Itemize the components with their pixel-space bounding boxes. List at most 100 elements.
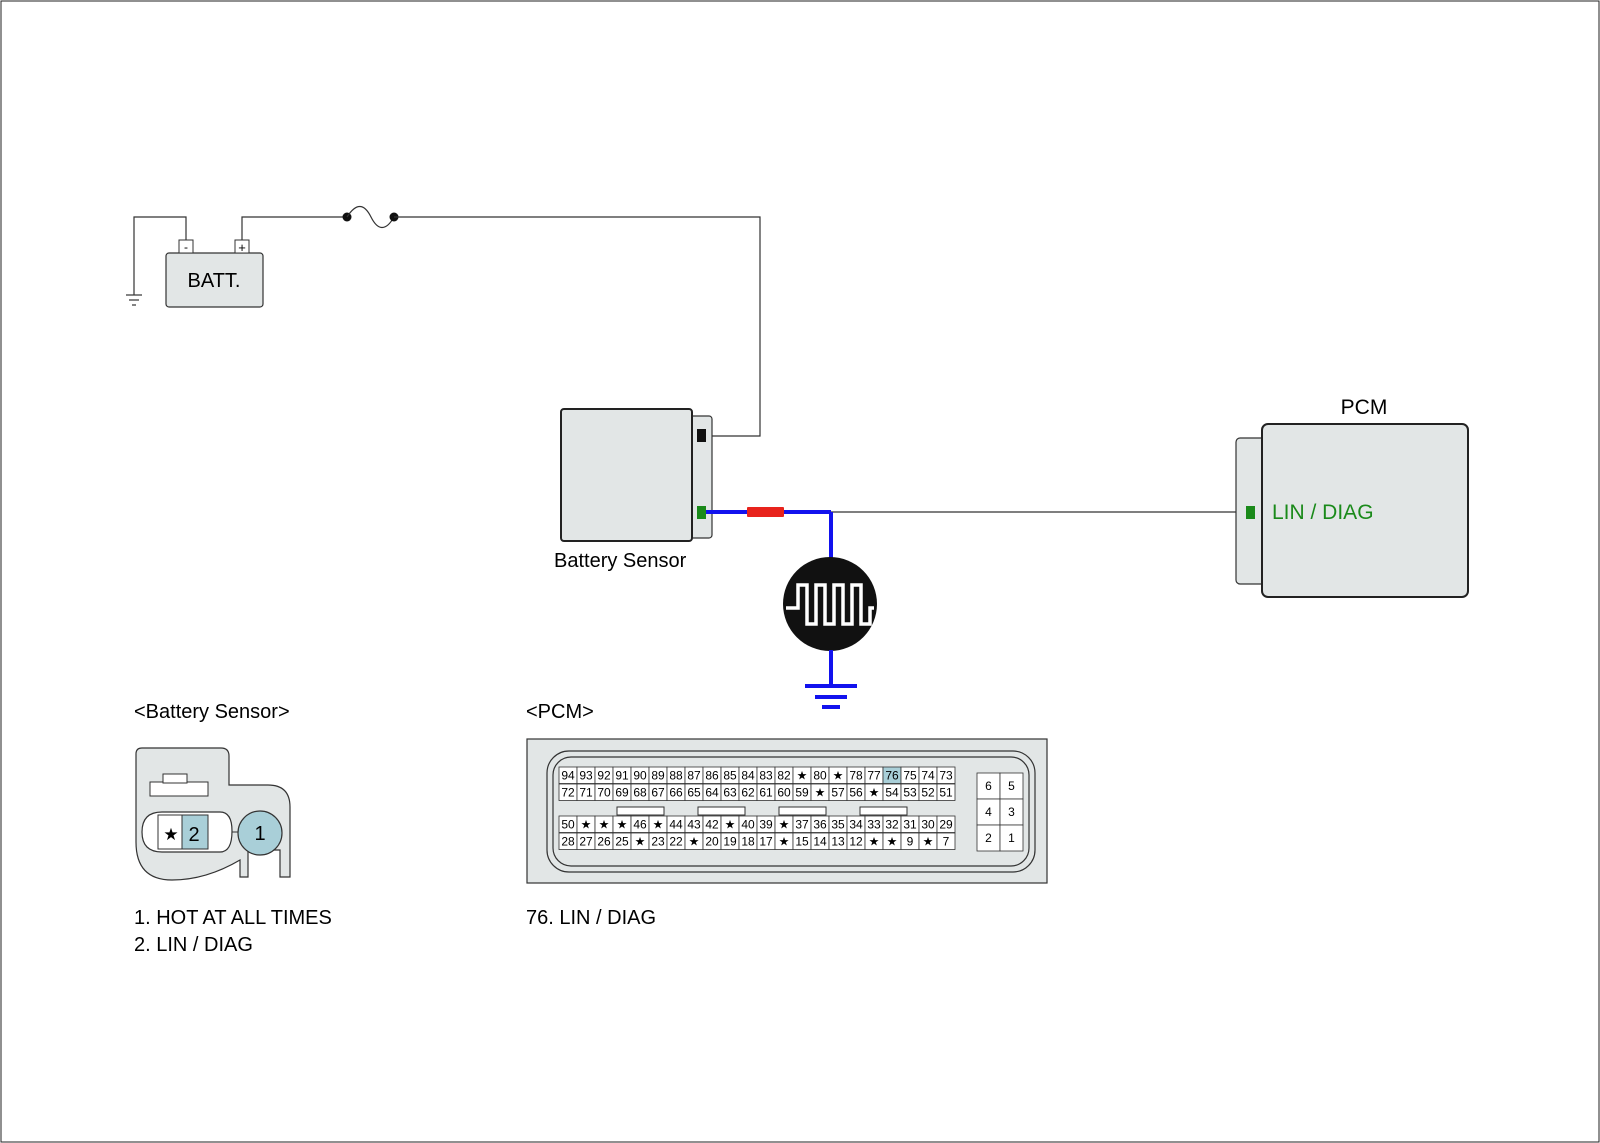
battery-sensor-latch-tab [162, 773, 188, 784]
battery-sensor-legend-1: 1. HOT AT ALL TIMES [134, 907, 332, 929]
pcm-small-pin-label: 5 [1008, 779, 1015, 793]
battery-sensor-legend-2: 2. LIN / DIAG [134, 934, 253, 956]
pcm-pin-label: 86 [705, 769, 719, 783]
pcm-pin-label: 54 [885, 786, 899, 800]
pcm-pin-label: 77 [867, 769, 881, 783]
pcm-pin-label: 50 [561, 818, 575, 832]
pcm-pin-label: ★ [635, 835, 646, 849]
pcm-pin-label: 64 [705, 786, 719, 800]
pcm-connector-outer-rim [546, 750, 1036, 873]
pcm-connector-inner-rim [552, 756, 1030, 867]
pcm-connector-key [778, 806, 827, 816]
fuse-icon [346, 205, 395, 229]
pcm-pin-label: 68 [633, 786, 647, 800]
pcm-pin-label: 39 [759, 818, 773, 832]
battery-sensor-connector-view: <Battery Sensor> ★ 2 1 1. HOT AT ALL TIM… [134, 701, 332, 956]
pcm-pin-label: 63 [723, 786, 737, 800]
pcm-pin-label: 73 [939, 769, 953, 783]
battery-label: BATT. [188, 270, 241, 292]
pcm-pin-label: 74 [921, 769, 935, 783]
pcm-pin-cell [936, 783, 956, 801]
pcm-pin-label: 92 [597, 769, 611, 783]
ground-icon [805, 684, 857, 709]
pcm-pin-label: 33 [867, 818, 881, 832]
pcm-pin-label: 57 [831, 786, 845, 800]
pcm-pin-label: 59 [795, 786, 809, 800]
pcm-pin-label: 18 [741, 835, 755, 849]
pcm-pin-label: ★ [869, 835, 880, 849]
pcm-pin76 [1246, 506, 1255, 519]
pcm-pin-label: 83 [759, 769, 773, 783]
pcm-pin-label: 52 [921, 786, 935, 800]
pcm-pin-label: 40 [741, 818, 755, 832]
pcm-connector-title: <PCM> [526, 701, 594, 723]
pcm-pin-label: 51 [939, 786, 953, 800]
pcm-pin-label: 76 [885, 769, 899, 783]
battery-positive-wire [241, 216, 347, 240]
pcm-small-pin-label: 2 [985, 831, 992, 845]
battery-sensor-connector-title: <Battery Sensor> [134, 701, 290, 723]
pcm-pin-label: ★ [779, 818, 790, 832]
pcm-pin-label: 85 [723, 769, 737, 783]
pcm-pin-label: ★ [653, 818, 664, 832]
pcm-pin-label: 7 [943, 835, 950, 849]
pcm-pin-cell [936, 832, 956, 850]
pcm-pin-label: 27 [579, 835, 593, 849]
pcm-pin-label: 15 [795, 835, 809, 849]
battery-sensor-socket-pin2-label: 2 [188, 824, 199, 846]
pcm-small-pin-cell [999, 824, 1024, 852]
pcm-pin-label: 13 [831, 835, 845, 849]
pcm-pin-label: ★ [779, 835, 790, 849]
pcm-pin-label: 43 [687, 818, 701, 832]
battery-sensor-latch [149, 781, 209, 797]
pcm-pin-label: 67 [651, 786, 665, 800]
pcm-pin-label: 94 [561, 769, 575, 783]
battery-ground-wire [133, 216, 187, 295]
pcm-pin-label: 90 [633, 769, 647, 783]
pcm-pin-label: 56 [849, 786, 863, 800]
battery-minus-sign: - [184, 240, 188, 254]
pcm-pin-label: ★ [815, 786, 826, 800]
pcm-pin-label: 89 [651, 769, 665, 783]
pcm-small-pin-label: 6 [985, 779, 992, 793]
pcm-pin-label: ★ [869, 786, 880, 800]
pcm-pin-label: 69 [615, 786, 629, 800]
pcm-pin-label: 80 [813, 769, 827, 783]
pcm-pin-label: 17 [759, 835, 773, 849]
pcm-pin-label: 26 [597, 835, 611, 849]
pcm-small-pin-label: 4 [985, 805, 992, 819]
pcm-pin-label: ★ [581, 818, 592, 832]
pcm-pin-label: 53 [903, 786, 917, 800]
pcm-pin-label: 32 [885, 818, 899, 832]
pcm-pin-label: ★ [689, 835, 700, 849]
pcm-pin-label: ★ [923, 835, 934, 849]
pcm-pin-label: ★ [617, 818, 628, 832]
pcm-pin-label: ★ [797, 769, 808, 783]
pcm-label: PCM [1341, 396, 1388, 419]
pcm-connector-key [697, 806, 746, 816]
battery-plus-sign: + [238, 240, 246, 255]
pcm-pin-label: 35 [831, 818, 845, 832]
battery-sensor-label: Battery Sensor [554, 550, 687, 572]
pcm-pin-label: 37 [795, 818, 809, 832]
pcm-pin-label: 46 [633, 818, 647, 832]
pcm-pin-label: 28 [561, 835, 575, 849]
battery-sensor-pin2 [697, 506, 706, 519]
pcm-pin-label: 84 [741, 769, 755, 783]
pcm-legend-1: 76. LIN / DIAG [526, 907, 656, 929]
pcm-pin-label: 66 [669, 786, 683, 800]
pcm-pin-label: 19 [723, 835, 737, 849]
pcm-pin-label: 25 [615, 835, 629, 849]
ground-symbol-icon [126, 294, 142, 306]
pcm-small-pin-label: 1 [1008, 831, 1015, 845]
pcm-body [1261, 423, 1469, 598]
battery-sensor-pin1 [697, 429, 706, 442]
pcm-pin-label: 36 [813, 818, 827, 832]
pcm-pin-label: 34 [849, 818, 863, 832]
pcm-pin-label: 61 [759, 786, 773, 800]
pcm-pin-label: 87 [687, 769, 701, 783]
pcm-pin-label: ★ [887, 835, 898, 849]
pcm-pin-label: 70 [597, 786, 611, 800]
pcm-pin-label: 65 [687, 786, 701, 800]
